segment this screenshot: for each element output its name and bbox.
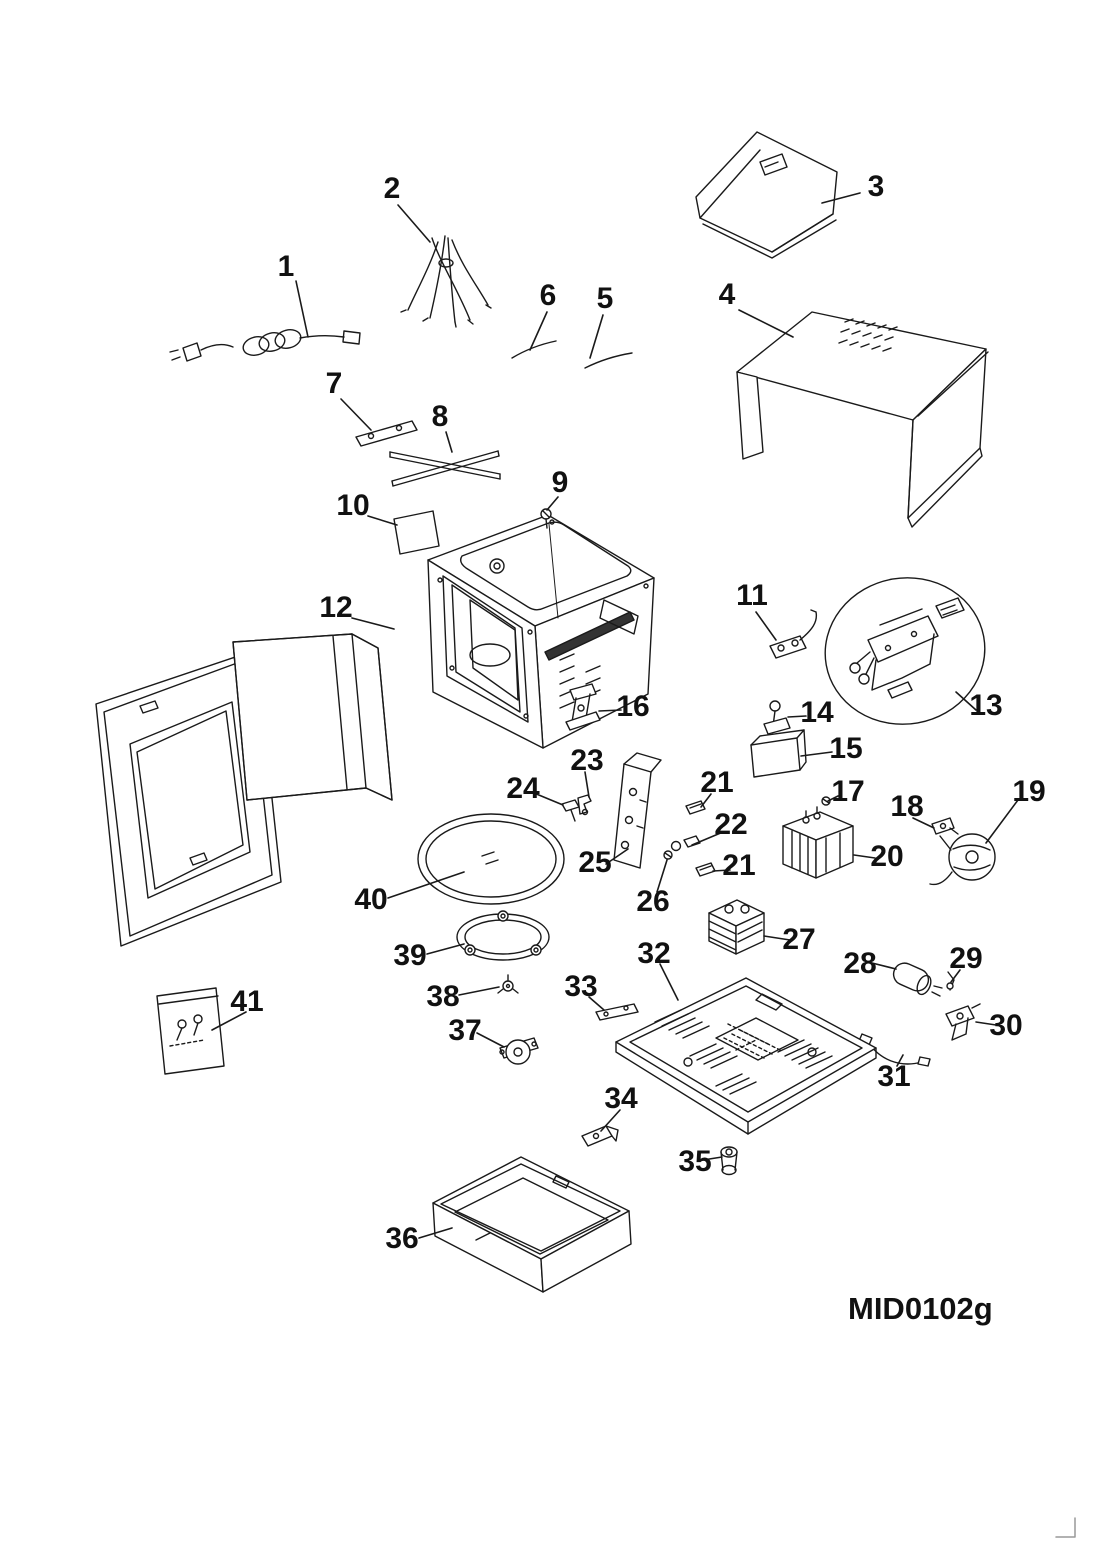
part-stem-switch — [763, 700, 791, 735]
callout-39: 39 — [393, 939, 427, 972]
part-clip-b — [695, 862, 716, 877]
callout-2: 2 — [383, 172, 401, 205]
callout-32: 32 — [637, 937, 671, 970]
callout-21b: 21 — [722, 849, 756, 882]
callout-1: 1 — [277, 250, 295, 283]
part-coupling — [497, 974, 519, 994]
callout-34: 34 — [604, 1082, 638, 1115]
callout-5: 5 — [596, 282, 614, 315]
callout-20: 20 — [870, 840, 904, 873]
part-fan-mount — [931, 817, 959, 835]
callout-13: 13 — [969, 689, 1003, 722]
part-base-plate — [615, 977, 877, 1135]
part-bracket-strip — [355, 420, 418, 447]
part-clip-a — [685, 800, 706, 815]
callout-6: 6 — [539, 279, 557, 312]
part-power-cord — [169, 329, 361, 362]
part-top-cover — [695, 131, 838, 259]
part-transformer — [708, 899, 765, 955]
part-thermostat — [769, 609, 818, 659]
callout-21a: 21 — [700, 766, 734, 799]
callout-31: 31 — [877, 1060, 911, 1093]
callout-4: 4 — [718, 278, 736, 311]
part-support-rods — [389, 450, 501, 487]
callout-9: 9 — [551, 466, 569, 499]
part-mount-bracket — [945, 1003, 981, 1041]
part-wire-small-a — [511, 340, 557, 359]
callout-23: 23 — [570, 744, 604, 777]
part-outer-cabinet — [736, 311, 989, 528]
part-side-bracket — [613, 752, 662, 869]
part-hinge-bracket — [565, 683, 601, 731]
callout-36: 36 — [385, 1222, 419, 1255]
callout-40: 40 — [354, 883, 388, 916]
part-screw-small — [821, 796, 831, 806]
callout-19: 19 — [1012, 775, 1046, 808]
part-oven-cavity — [427, 514, 655, 749]
part-glass-tray — [417, 813, 565, 905]
callout-29: 29 — [949, 942, 983, 975]
callout-27: 27 — [782, 923, 816, 956]
callout-30: 30 — [989, 1009, 1023, 1042]
drawing-code: MID0102g — [848, 1291, 993, 1326]
callout-3: 3 — [867, 170, 885, 203]
callout-37: 37 — [448, 1014, 482, 1047]
callout-41: 41 — [230, 985, 264, 1018]
callout-28: 28 — [843, 947, 877, 980]
part-screw-top — [540, 508, 559, 619]
part-fan-blade — [929, 833, 996, 886]
callout-11: 11 — [736, 579, 768, 612]
part-wire-harness — [400, 235, 492, 328]
callout-35: 35 — [678, 1145, 712, 1178]
callout-18: 18 — [890, 790, 924, 823]
callout-25: 25 — [578, 846, 612, 879]
part-turntable-motor — [499, 1037, 539, 1065]
part-waveguide-cover — [393, 510, 440, 555]
part-grommet — [670, 835, 701, 852]
part-micro-bracket-a — [577, 794, 592, 816]
callout-10: 10 — [336, 489, 370, 522]
part-terminal-clip — [946, 971, 955, 991]
part-magnetron — [782, 806, 854, 879]
callout-12: 12 — [319, 591, 353, 624]
callout-38: 38 — [426, 980, 460, 1013]
leader-lines — [211, 192, 1019, 1239]
part-micro-bracket-b — [561, 799, 580, 822]
part-roller-ring — [456, 910, 550, 961]
callout-14: 14 — [800, 696, 834, 729]
part-small-box — [750, 729, 807, 778]
part-capacitor — [892, 962, 943, 997]
part-door-front — [95, 649, 282, 947]
callout-16: 16 — [616, 690, 650, 723]
callout-15: 15 — [829, 732, 863, 765]
callout-24: 24 — [506, 772, 540, 805]
page-corner-mark — [1055, 1517, 1076, 1538]
callout-7: 7 — [325, 367, 343, 400]
part-bottom-tray — [432, 1156, 632, 1293]
part-strip — [595, 1003, 639, 1021]
part-screw-mid — [663, 850, 673, 860]
part-wire-small-b — [584, 352, 633, 369]
callout-8: 8 — [431, 400, 449, 433]
part-door-inner-panel — [232, 633, 393, 801]
part-control-assembly — [824, 577, 986, 725]
part-flat-bracket — [581, 1125, 619, 1147]
part-roller-foot — [720, 1146, 738, 1176]
callout-22: 22 — [714, 808, 748, 841]
callout-17: 17 — [831, 775, 865, 808]
part-hardware-bag — [156, 987, 225, 1075]
callout-26: 26 — [636, 885, 670, 918]
callout-33: 33 — [564, 970, 598, 1003]
